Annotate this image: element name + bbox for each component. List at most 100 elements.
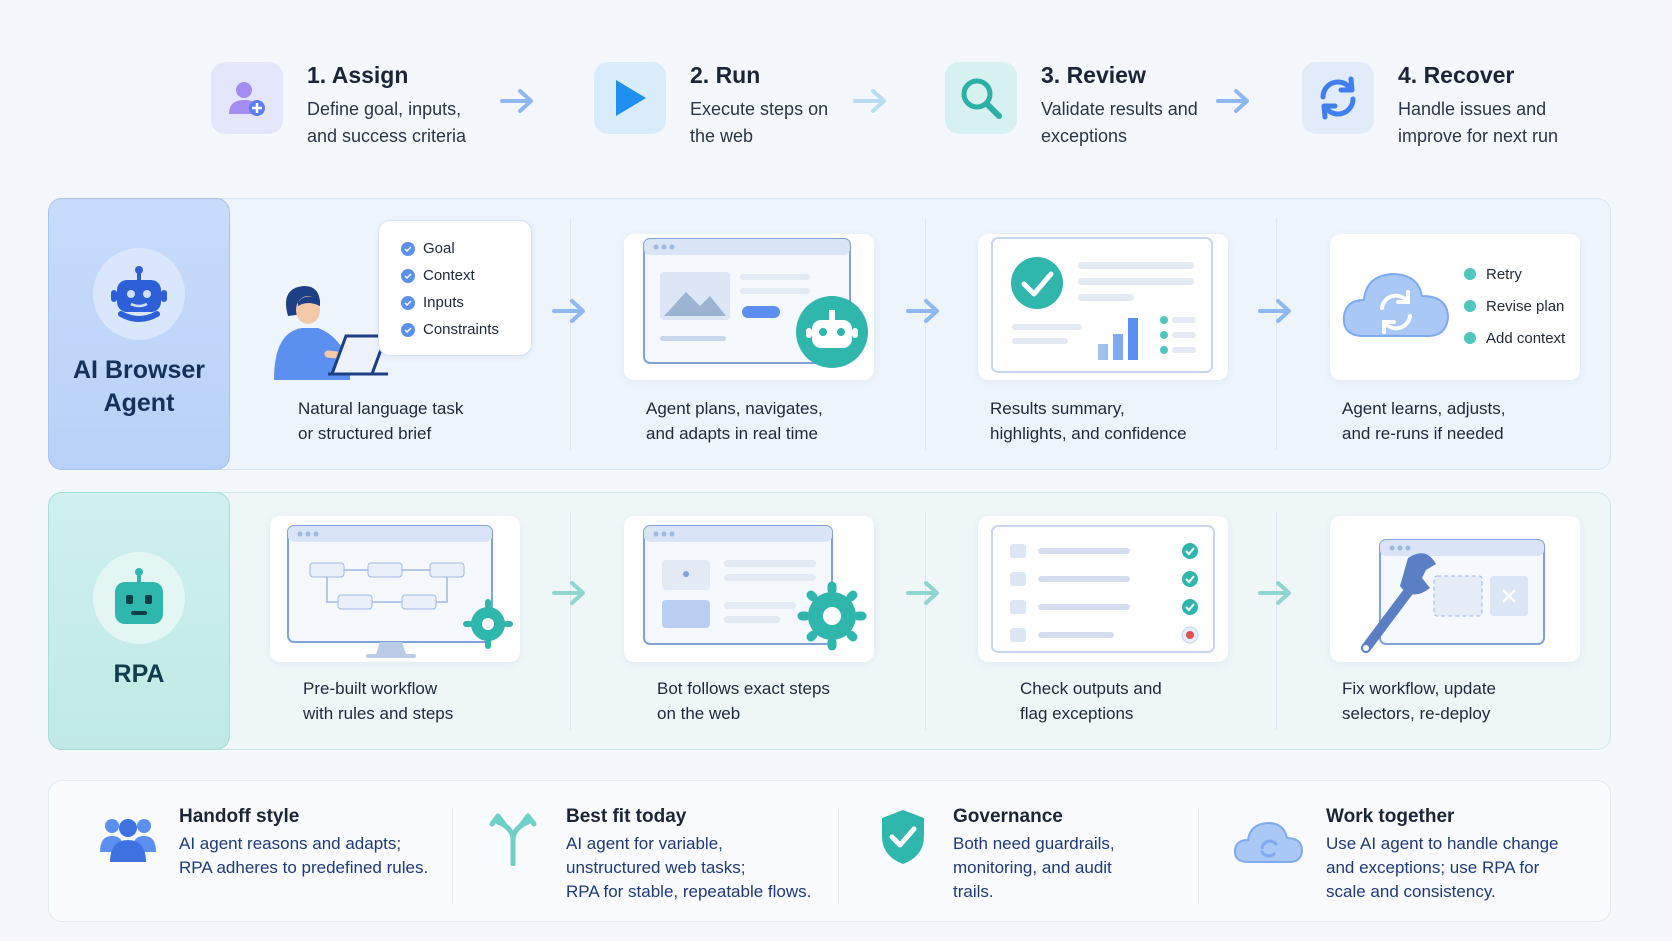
check-icon xyxy=(401,241,415,256)
caption: Agent learns, adjusts,and re-runs if nee… xyxy=(1342,399,1506,443)
browser-gear-icon xyxy=(643,525,867,651)
list-item-label: Revise plan xyxy=(1486,297,1565,315)
step-desc-line: exceptions xyxy=(1041,126,1128,146)
list-item: Inputs xyxy=(401,289,531,316)
list-item: Constraints xyxy=(401,316,531,343)
step-desc-line: Execute steps on xyxy=(690,99,829,119)
list-item: Retry xyxy=(1464,258,1565,290)
bottom-title: Governance xyxy=(953,806,1063,827)
results-summary-icon xyxy=(991,237,1213,373)
list-item-label: Add context xyxy=(1486,329,1566,347)
robot-icon xyxy=(93,551,185,644)
arrow-right-icon xyxy=(853,89,886,113)
column-divider xyxy=(925,512,926,730)
checklist-icon xyxy=(991,525,1215,653)
arrow-right-icon xyxy=(906,299,939,323)
arrow-right-icon xyxy=(1258,299,1291,323)
workflow-card xyxy=(270,516,520,662)
caption: Agent plans, navigates,and adapts in rea… xyxy=(646,399,823,443)
step-title: 3. Review xyxy=(1041,62,1146,88)
caption: Results summary,highlights, and confiden… xyxy=(990,399,1187,443)
step-desc-line: Define goal, inputs, xyxy=(307,99,462,119)
list-item-label: Inputs xyxy=(423,294,464,311)
row-label-line: RPA xyxy=(113,659,165,688)
bullet-dot-icon xyxy=(1464,268,1476,280)
person-laptop-icon xyxy=(274,286,389,380)
column-divider xyxy=(452,808,453,904)
column-divider xyxy=(1198,808,1199,904)
bullet-dot-icon xyxy=(1464,332,1476,344)
step-title: 4. Recover xyxy=(1398,62,1515,88)
bottom-title: Best fit today xyxy=(566,806,687,827)
fork-arrow-icon xyxy=(489,813,537,866)
list-item: Revise plan xyxy=(1464,290,1565,322)
check-icon xyxy=(401,322,415,337)
row-label-line: Agent xyxy=(103,389,175,417)
rpa-label: RPA xyxy=(48,492,230,750)
comparison-summary xyxy=(48,780,1611,922)
step-desc-line: Handle issues and xyxy=(1398,99,1547,119)
bottom-text: AI agent for variable,unstructured web t… xyxy=(566,834,812,901)
step-desc-line: the web xyxy=(690,126,754,146)
refresh-icon xyxy=(1302,62,1374,134)
bot-browser-card xyxy=(624,516,874,662)
brief-bubble: Goal Context Inputs Constraints xyxy=(378,220,532,356)
list-item: Context xyxy=(401,262,531,289)
bottom-text: AI agent reasons and adapts;RPA adheres … xyxy=(179,834,429,877)
list-item-label: Constraints xyxy=(423,321,499,338)
wrench-icon xyxy=(1361,539,1545,653)
bottom-title: Work together xyxy=(1326,806,1455,827)
arrow-right-icon xyxy=(1216,89,1249,113)
workflow-monitor-icon xyxy=(287,525,513,658)
ai-agent-label: AI Browser Agent xyxy=(48,198,230,470)
step-desc-line: Validate results and xyxy=(1041,99,1198,119)
browser-card xyxy=(624,234,874,380)
recover-card: Retry Revise plan Add context xyxy=(1330,234,1580,380)
column-divider xyxy=(925,218,926,450)
step-desc-line: and success criteria xyxy=(307,126,467,146)
arrow-right-icon xyxy=(552,299,585,323)
column-divider xyxy=(1276,512,1277,730)
bottom-text: Both need guardrails,monitoring, and aud… xyxy=(953,834,1115,901)
column-divider xyxy=(1276,218,1277,450)
list-item: Goal xyxy=(401,235,531,262)
recover-options: Retry Revise plan Add context xyxy=(1464,258,1565,354)
checklist-card xyxy=(978,516,1228,662)
list-item-label: Goal xyxy=(423,240,455,257)
column-divider xyxy=(570,218,571,450)
users-icon xyxy=(100,819,156,862)
fix-workflow-card xyxy=(1330,516,1580,662)
arrow-right-icon xyxy=(906,581,939,605)
column-divider xyxy=(838,808,839,904)
step-title: 2. Run xyxy=(690,62,761,88)
user-plus-icon xyxy=(211,62,283,134)
browser-window-icon xyxy=(643,238,868,368)
check-icon xyxy=(401,268,415,283)
check-icon xyxy=(401,295,415,310)
arrow-right-icon xyxy=(500,89,533,113)
cloud-sync-icon xyxy=(1233,821,1304,863)
row-label-line: AI Browser xyxy=(73,356,205,384)
step-title: 1. Assign xyxy=(307,62,409,88)
bullet-dot-icon xyxy=(1464,300,1476,312)
column-divider xyxy=(570,512,571,730)
list-item-label: Retry xyxy=(1486,265,1522,283)
results-card xyxy=(978,234,1228,380)
arrow-right-icon xyxy=(552,581,585,605)
magnifier-icon xyxy=(945,62,1017,134)
cloud-refresh-icon xyxy=(1342,272,1450,337)
step-desc-line: improve for next run xyxy=(1398,126,1559,146)
robot-icon xyxy=(93,248,185,340)
list-item: Add context xyxy=(1464,322,1565,354)
play-icon xyxy=(594,62,666,134)
bottom-title: Handoff style xyxy=(179,806,300,827)
shield-check-icon xyxy=(882,810,924,864)
arrow-right-icon xyxy=(1258,581,1291,605)
list-item-label: Context xyxy=(423,267,475,284)
